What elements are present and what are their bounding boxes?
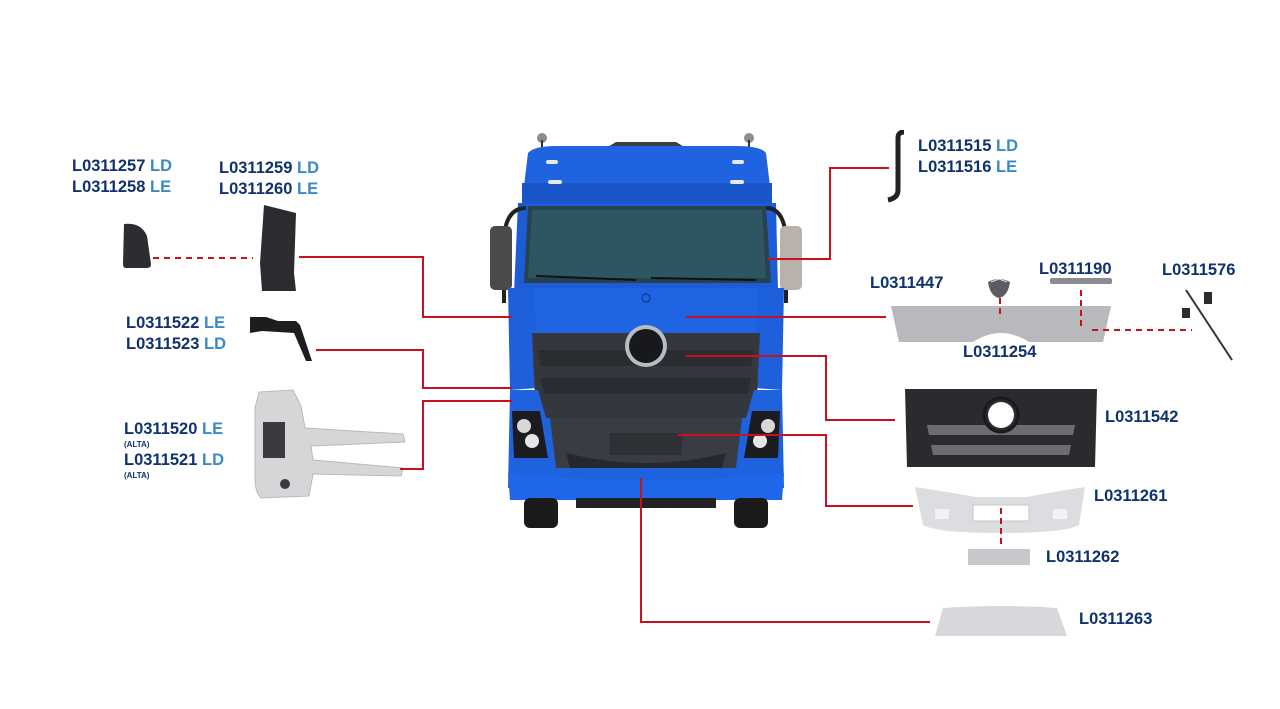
hood-panel-image bbox=[891, 306, 1113, 348]
grab-handle-image bbox=[882, 130, 912, 205]
part-number: L0311576 bbox=[1162, 261, 1236, 279]
leader-line bbox=[422, 316, 512, 318]
model-badge-image bbox=[1050, 276, 1112, 286]
part-number: L0311260 bbox=[219, 180, 293, 198]
leader-line bbox=[825, 434, 827, 507]
leader-line bbox=[686, 316, 886, 318]
part-number: L0311257 bbox=[72, 157, 146, 175]
gas-strut-image bbox=[1178, 288, 1238, 363]
leader-line bbox=[640, 478, 642, 623]
leader-line bbox=[400, 468, 424, 470]
part-number: L0311516 bbox=[918, 158, 992, 176]
leader-line bbox=[422, 400, 512, 402]
leader-line bbox=[299, 256, 423, 258]
label-lower-spoiler: L0311263 bbox=[1079, 609, 1152, 630]
lower-spoiler-image bbox=[933, 606, 1069, 638]
label-front-bumper: L0311261 bbox=[1094, 486, 1167, 507]
emblem-image bbox=[986, 278, 1012, 300]
side-code: LD bbox=[202, 451, 224, 469]
side-code: LE bbox=[996, 158, 1018, 176]
side-code: LD bbox=[150, 157, 172, 175]
leader-dashed-strut bbox=[1092, 329, 1192, 331]
part-note: (ALTA) bbox=[124, 440, 150, 449]
leader-line bbox=[768, 258, 830, 260]
front-grille-image bbox=[903, 385, 1099, 470]
leader-line bbox=[678, 434, 826, 436]
label-corner-deflector-lower: L0311257 LD L0311258 LE bbox=[72, 156, 172, 198]
part-number: L0311259 bbox=[219, 159, 293, 177]
part-number: L0311521 bbox=[124, 451, 198, 469]
label-bumper-corner-support: L0311520 LE (ALTA) L0311521 LD (ALTA) bbox=[124, 419, 224, 481]
part-number: L0311263 bbox=[1079, 610, 1153, 628]
label-model-badge: L0311190 bbox=[1039, 259, 1112, 280]
leader-line bbox=[825, 419, 895, 421]
leader-line bbox=[422, 256, 424, 317]
license-plate-bracket-image bbox=[968, 549, 1032, 567]
corner-deflector-upper-image bbox=[258, 203, 300, 293]
truck-front-view bbox=[486, 128, 806, 533]
leader-dashed-emblem bbox=[999, 298, 1001, 318]
side-code: LE bbox=[150, 178, 172, 196]
leader-line bbox=[640, 621, 930, 623]
label-hood-panel: L0311254 bbox=[963, 342, 1036, 363]
label-emblem: L0311447 bbox=[870, 273, 943, 294]
label-side-trim: L0311522 LE L0311523 LD bbox=[126, 313, 226, 355]
label-gas-strut: L0311576 bbox=[1162, 260, 1235, 281]
part-number: L0311254 bbox=[963, 343, 1037, 361]
leader-line bbox=[825, 355, 827, 420]
side-code: LE bbox=[204, 314, 226, 332]
label-license-plate-bracket: L0311262 bbox=[1046, 547, 1119, 568]
leader-line bbox=[422, 349, 424, 388]
part-number: L0311542 bbox=[1105, 408, 1179, 426]
side-code: LD bbox=[204, 335, 226, 353]
label-corner-deflector-upper: L0311259 LD L0311260 LE bbox=[219, 158, 319, 200]
part-number: L0311515 bbox=[918, 137, 992, 155]
leader-line bbox=[422, 387, 512, 389]
part-number: L0311520 bbox=[124, 420, 198, 438]
leader-line bbox=[686, 355, 826, 357]
label-front-grille: L0311542 bbox=[1105, 407, 1178, 428]
side-trim-image bbox=[248, 315, 313, 363]
side-code: LD bbox=[297, 159, 319, 177]
part-number: L0311190 bbox=[1039, 260, 1112, 278]
leader-dashed-deflectors bbox=[153, 257, 253, 259]
leader-line bbox=[829, 167, 889, 169]
part-number: L0311447 bbox=[870, 274, 944, 292]
part-number: L0311262 bbox=[1046, 548, 1120, 566]
bumper-corner-support-image bbox=[253, 388, 408, 503]
part-number: L0311522 bbox=[126, 314, 200, 332]
part-number: L0311258 bbox=[72, 178, 146, 196]
leader-line bbox=[316, 349, 423, 351]
part-number: L0311523 bbox=[126, 335, 200, 353]
leader-dashed-badge bbox=[1080, 290, 1082, 330]
part-note: (ALTA) bbox=[124, 471, 150, 480]
leader-line bbox=[829, 167, 831, 260]
part-number: L0311261 bbox=[1094, 487, 1168, 505]
leader-line bbox=[825, 505, 913, 507]
side-code: LE bbox=[297, 180, 319, 198]
leader-dashed-plate bbox=[1000, 508, 1002, 548]
label-grab-handle: L0311515 LD L0311516 LE bbox=[918, 136, 1018, 178]
corner-deflector-lower-image bbox=[121, 222, 153, 270]
side-code: LD bbox=[996, 137, 1018, 155]
side-code: LE bbox=[202, 420, 224, 438]
leader-line bbox=[422, 400, 424, 469]
